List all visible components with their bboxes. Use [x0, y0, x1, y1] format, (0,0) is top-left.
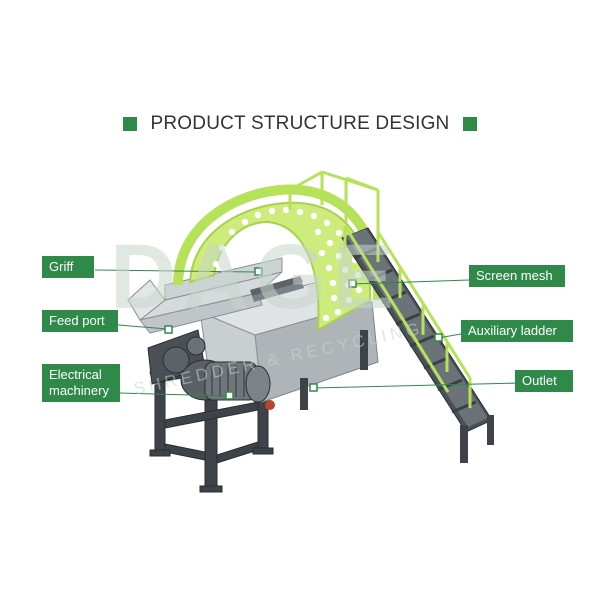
label-electrical-machinery-line2: machinery — [49, 383, 109, 398]
label-griff: Griff — [42, 256, 94, 278]
label-outlet: Outlet — [515, 370, 573, 392]
top-railing — [288, 170, 380, 232]
auxiliary-ladder — [341, 225, 494, 463]
title-left-square — [122, 117, 137, 131]
label-electrical-machinery: Electrical machinery — [42, 364, 120, 402]
label-auxiliary-ladder: Auxiliary ladder — [461, 320, 573, 342]
shredder-body — [198, 281, 379, 410]
label-feed-port: Feed port — [42, 310, 118, 332]
callout-markers — [164, 267, 443, 400]
label-screen-mesh: Screen mesh — [469, 265, 565, 287]
title-right-square — [463, 117, 478, 131]
title-row: PRODUCT STRUCTURE DESIGN — [0, 113, 600, 135]
electric-motor — [180, 359, 275, 410]
page-title: PRODUCT STRUCTURE DESIGN — [150, 113, 450, 134]
callout-lines — [94, 269, 522, 397]
cutter-blades — [250, 276, 304, 302]
feed-hopper — [127, 257, 283, 334]
label-electrical-machinery-line1: Electrical — [49, 367, 102, 382]
